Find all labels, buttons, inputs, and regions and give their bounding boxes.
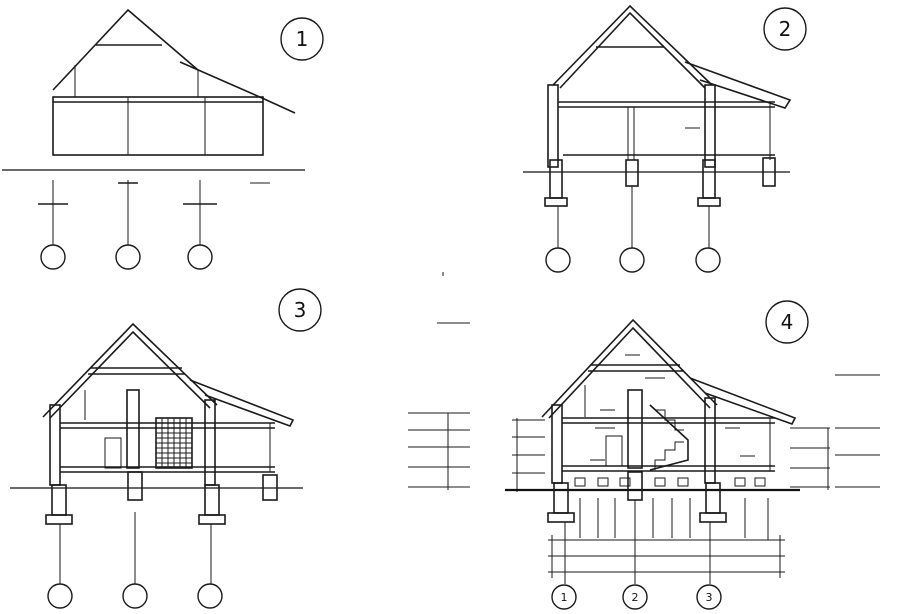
- panel-4-number: 4: [781, 310, 794, 334]
- panel-4-number-circle: [765, 300, 809, 344]
- panel-3-section: 3: [10, 288, 322, 609]
- panel-3-lean-to-roof: [189, 379, 295, 427]
- panel-1-number-circle: [280, 17, 324, 61]
- panel-3-axis-marker: [47, 583, 73, 609]
- panel-2-axis-marker: [695, 247, 721, 273]
- panel-1-roof: [52, 8, 199, 91]
- panel-4-axis-label-1: 1: [561, 591, 568, 604]
- panel-4-axis-label-3: 3: [706, 591, 713, 604]
- panel-4-axis-marker-1: [551, 584, 577, 610]
- panel-4-roof: [541, 318, 718, 418]
- panel-2-right-post: [704, 84, 716, 168]
- panel-4-left-post: [551, 404, 563, 484]
- panel-1-lean-to-roof: [179, 61, 296, 114]
- panel-2-left-post: [547, 84, 559, 168]
- panel-3-axis-marker: [122, 583, 148, 609]
- panel-3-axis-marker: [197, 583, 223, 609]
- panel-2-axis-marker: [545, 247, 571, 273]
- panel-4-axis-marker-3: [696, 584, 722, 610]
- panel-2-number: 2: [779, 17, 792, 41]
- panel-4-stair: [649, 404, 689, 471]
- panel-3-number: 3: [294, 298, 307, 322]
- panel-2-number-circle: [763, 7, 807, 51]
- panel-1-section: 1: [2, 8, 324, 270]
- panel-1-axis-marker: [187, 244, 213, 270]
- level-markers-left: [408, 272, 470, 490]
- panel-1-axis-marker: [40, 244, 66, 270]
- panel-4-section: 4: [505, 300, 880, 610]
- panel-2-roof: [552, 4, 713, 86]
- panel-2-section: 2: [523, 4, 807, 273]
- panel-3-number-circle: [278, 288, 322, 332]
- panel-2-lean-to-roof: [684, 61, 792, 109]
- panel-2-axis-marker: [619, 247, 645, 273]
- panel-4-lean-to-roof: [689, 377, 797, 425]
- panel-3-roof: [42, 322, 218, 418]
- panel-1-walls: [52, 96, 264, 156]
- panel-4-axis-label-2: 2: [632, 591, 639, 604]
- panel-1-axis-marker: [115, 244, 141, 270]
- panel-4-axis-marker-2: [622, 584, 648, 610]
- panel-1-number: 1: [296, 27, 309, 51]
